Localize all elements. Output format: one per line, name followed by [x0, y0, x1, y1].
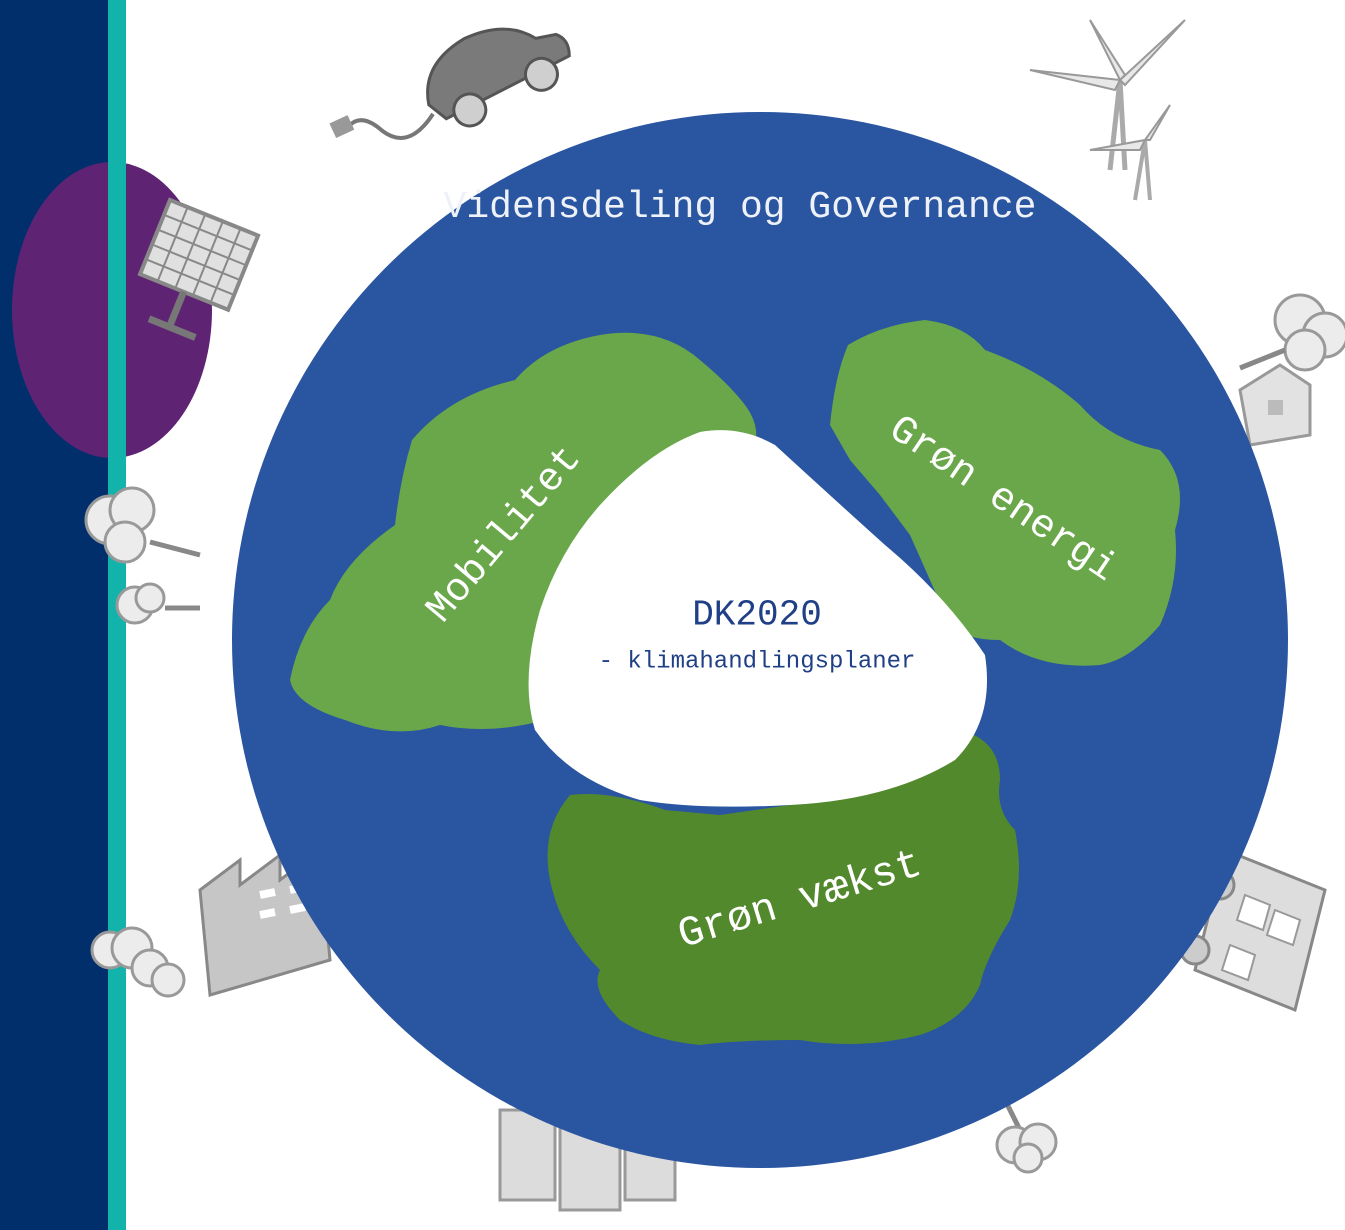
house-icon	[1238, 363, 1312, 447]
segment-gron-vaekst-shape	[547, 730, 1019, 1045]
tree-icon	[84, 486, 201, 625]
wind-turbine-icon	[1029, 19, 1186, 201]
segment-mobilitet-shape	[290, 332, 757, 732]
tree-icon	[1239, 293, 1345, 372]
core-subtitle: - klimahandlingsplaner	[598, 648, 916, 676]
solar-panel-icon	[137, 197, 261, 341]
accent-stripe	[108, 0, 126, 1230]
electric-car-icon	[329, 27, 571, 140]
outer-ring-label: Vidensdeling og Governance	[443, 186, 1037, 229]
core-title: DK2020	[692, 594, 822, 636]
tree-icon	[995, 1098, 1058, 1174]
core-shape	[528, 430, 987, 807]
segment-gron-energi-shape	[830, 320, 1180, 666]
